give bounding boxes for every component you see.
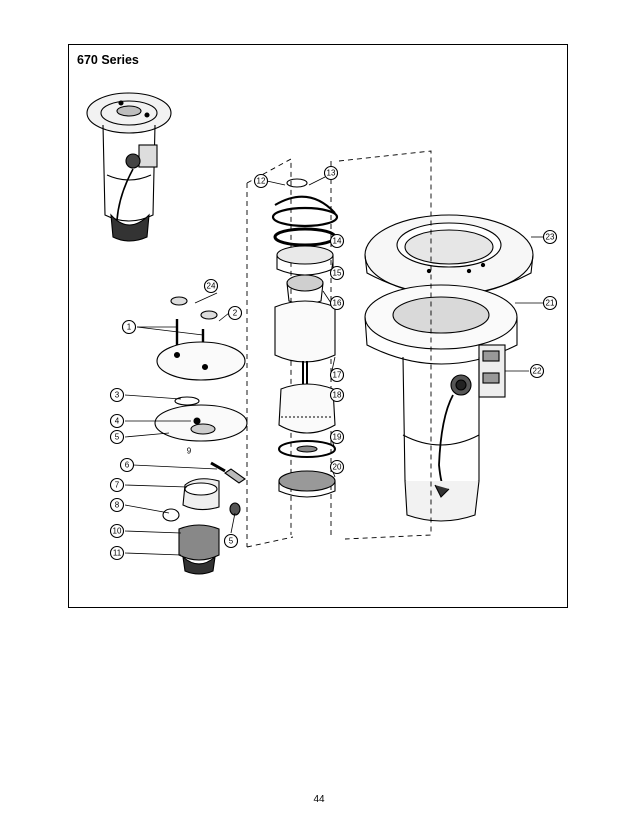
callout-13: 13: [323, 165, 339, 181]
callout-7: 7: [109, 477, 125, 493]
callout-10: 10: [109, 523, 125, 539]
callout-3: 3: [109, 387, 125, 403]
callout-11: 11: [109, 545, 125, 561]
callout-8: 8: [109, 497, 125, 513]
series-title: 670 Series: [77, 53, 139, 67]
callout-14: 14: [329, 233, 345, 249]
callout-5-lower: 5: [223, 533, 239, 549]
svg-text:5: 5: [229, 537, 234, 546]
diagram-frame: 24 1 2 3 4 5 6 7 8 10 11 5 12 13 14 15 1…: [68, 44, 568, 608]
page-number: 44: [313, 794, 325, 805]
svg-text:14: 14: [333, 237, 342, 246]
callout-9: 9: [187, 447, 192, 456]
svg-text:18: 18: [333, 391, 342, 400]
callout-19: 19: [329, 429, 345, 445]
left-exploded-parts: [154, 296, 248, 575]
callout-6: 6: [119, 457, 135, 473]
svg-text:19: 19: [333, 433, 342, 442]
svg-text:24: 24: [207, 282, 216, 291]
callout-17: 17: [329, 367, 345, 383]
callout-15: 15: [329, 265, 345, 281]
svg-text:23: 23: [546, 233, 555, 242]
callout-5-upper: 5: [109, 429, 125, 445]
callout-2: 2: [227, 305, 243, 321]
callout-1: 1: [121, 319, 137, 335]
svg-text:8: 8: [115, 501, 120, 510]
svg-text:16: 16: [333, 299, 342, 308]
callout-20: 20: [329, 459, 345, 475]
callout-23: 23: [542, 229, 558, 245]
svg-text:3: 3: [115, 391, 120, 400]
svg-text:17: 17: [333, 371, 342, 380]
callout-4: 4: [109, 413, 125, 429]
exploded-parts-diagram: 24 1 2 3 4 5 6 7 8 10 11 5 12 13 14 15 1…: [86, 92, 558, 575]
svg-text:1: 1: [127, 323, 132, 332]
svg-text:21: 21: [546, 299, 555, 308]
assembled-fixture-thumbnail: [86, 92, 172, 242]
callout-12: 12: [253, 173, 269, 189]
assembled-housing: [364, 214, 534, 522]
svg-text:11: 11: [113, 549, 122, 558]
svg-text:9: 9: [187, 447, 192, 456]
svg-text:4: 4: [115, 417, 120, 426]
svg-text:7: 7: [115, 481, 120, 490]
svg-text:15: 15: [333, 269, 342, 278]
svg-text:22: 22: [533, 367, 542, 376]
svg-text:13: 13: [327, 169, 336, 178]
callout-bubbles: 24 1 2 3 4 5 6 7 8 10 11 5 12 13 14 15 1…: [109, 165, 558, 561]
svg-text:2: 2: [233, 309, 238, 318]
exploded-stack: [271, 178, 339, 498]
svg-text:10: 10: [113, 527, 122, 536]
callout-24: 24: [203, 278, 219, 294]
svg-text:5: 5: [115, 433, 120, 442]
callout-16: 16: [329, 295, 345, 311]
callout-22: 22: [529, 363, 545, 379]
svg-text:6: 6: [125, 461, 130, 470]
callout-18: 18: [329, 387, 345, 403]
callout-21: 21: [542, 295, 558, 311]
svg-text:20: 20: [333, 463, 342, 472]
svg-text:12: 12: [257, 177, 266, 186]
